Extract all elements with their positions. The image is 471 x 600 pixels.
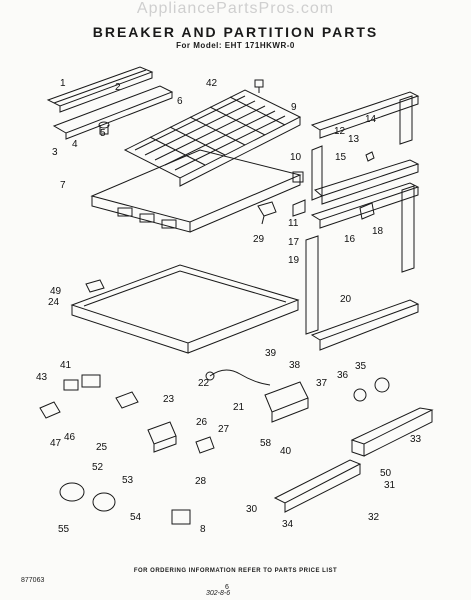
callout-27: 27 xyxy=(218,424,230,435)
part-29-clip xyxy=(257,201,277,225)
part-35-light-shield xyxy=(374,377,390,393)
callout-14: 14 xyxy=(365,114,377,125)
part-18-side-rail xyxy=(401,185,415,273)
callout-46: 46 xyxy=(64,432,76,443)
part-3-breaker-strip xyxy=(52,85,174,140)
part-28-switch xyxy=(63,379,79,391)
callout-13: 13 xyxy=(348,134,360,145)
callout-31: 31 xyxy=(384,480,396,491)
part-26-connector xyxy=(195,436,215,454)
part-13-screw xyxy=(365,151,375,162)
part-17-partition-strip xyxy=(310,182,420,229)
callout-2-top: 2 xyxy=(115,82,121,93)
callout-3: 3 xyxy=(52,147,58,158)
callout-8: 8 xyxy=(200,524,206,535)
callout-15: 15 xyxy=(335,152,347,163)
part-41-switch-bracket xyxy=(81,374,101,388)
callout-1: 1 xyxy=(60,78,66,89)
callout-43: 43 xyxy=(36,372,48,383)
callout-9: 9 xyxy=(291,102,297,113)
callout-41: 41 xyxy=(60,360,72,371)
callout-38: 38 xyxy=(289,360,301,371)
callout-19: 19 xyxy=(288,255,300,266)
callout-42: 42 xyxy=(206,78,218,89)
document-id: 877063 xyxy=(21,577,45,584)
part-25-control-housing xyxy=(147,421,177,453)
part-20-partition-bottom xyxy=(310,299,420,351)
callout-10: 10 xyxy=(290,152,302,163)
callout-35: 35 xyxy=(355,361,367,372)
part-1-breaker-strip xyxy=(46,66,154,113)
callout-5: 5 xyxy=(100,128,106,139)
callout-21: 21 xyxy=(233,402,245,413)
callout-58: 58 xyxy=(260,438,272,449)
page-number: 6 xyxy=(225,584,229,591)
callout-24: 24 xyxy=(48,297,60,308)
callout-29: 29 xyxy=(253,234,265,245)
callout-54: 54 xyxy=(130,512,142,523)
callout-32: 32 xyxy=(368,512,380,523)
part-30-control-panel xyxy=(273,459,362,513)
callout-39: 39 xyxy=(265,348,277,359)
ordering-note: FOR ORDERING INFORMATION REFER TO PARTS … xyxy=(133,568,338,574)
part-16-clip xyxy=(359,202,375,220)
callout-28: 28 xyxy=(195,476,207,487)
callout-52: 52 xyxy=(92,462,104,473)
part-36-light-bulb xyxy=(353,388,367,402)
part-11-clip xyxy=(292,199,306,217)
watermark: AppliancePartsPros.com xyxy=(136,0,335,17)
callout-47: 47 xyxy=(50,438,62,449)
callout-25: 25 xyxy=(96,442,108,453)
callout-22: 22 xyxy=(198,378,210,389)
part-15-partition-mid xyxy=(313,159,420,205)
revision-stamp: 302-8-6 xyxy=(206,590,231,597)
callout-16: 16 xyxy=(344,234,356,245)
callout-18: 18 xyxy=(372,226,384,237)
callout-11: 11 xyxy=(288,218,299,229)
part-49-retainer xyxy=(85,279,105,293)
part-52-thermostat xyxy=(59,482,85,502)
part-39-wire-harness xyxy=(205,369,271,386)
part-23-bracket xyxy=(115,391,139,409)
callout-12: 12 xyxy=(334,126,346,137)
callout-36: 36 xyxy=(337,370,349,381)
callout-6: 6 xyxy=(177,96,183,107)
callout-53: 53 xyxy=(122,475,134,486)
part-37-control-box xyxy=(264,381,309,423)
callout-labels: 1 2 3 4 5 6 7 8 9 10 11 12 13 14 15 16 1… xyxy=(36,78,422,535)
part-42-fastener xyxy=(254,79,264,93)
part-22-partition-panel xyxy=(70,264,300,354)
part-6-grille xyxy=(123,89,302,187)
callout-17: 17 xyxy=(288,237,300,248)
callout-49: 49 xyxy=(50,286,62,297)
model-subtitle: For Model: EHT 171HKWR-0 xyxy=(176,41,295,50)
callout-4: 4 xyxy=(72,139,78,150)
callout-23: 23 xyxy=(163,394,175,405)
callout-40: 40 xyxy=(280,446,292,457)
part-9-partition-top xyxy=(310,91,420,139)
callout-7: 7 xyxy=(60,180,66,191)
callout-37: 37 xyxy=(316,378,328,389)
callout-26: 26 xyxy=(196,417,208,428)
part-46-switch xyxy=(39,401,61,419)
page-title: BREAKER AND PARTITION PARTS xyxy=(92,24,379,40)
part-4-screw xyxy=(98,121,110,135)
part-14-side-rail xyxy=(399,95,413,145)
callout-20: 20 xyxy=(340,294,352,305)
part-10-clip xyxy=(292,171,304,183)
part-19-side-rail xyxy=(305,235,319,335)
part-33-cover xyxy=(350,407,434,457)
callout-30: 30 xyxy=(246,504,258,515)
part-7-breaker-tray xyxy=(90,149,302,233)
part-8-light-socket xyxy=(171,509,191,525)
part-53-knob xyxy=(92,492,116,512)
callout-33: 33 xyxy=(410,434,422,445)
callout-55: 55 xyxy=(58,524,70,535)
callout-50: 50 xyxy=(380,468,392,479)
callout-34: 34 xyxy=(282,519,294,530)
